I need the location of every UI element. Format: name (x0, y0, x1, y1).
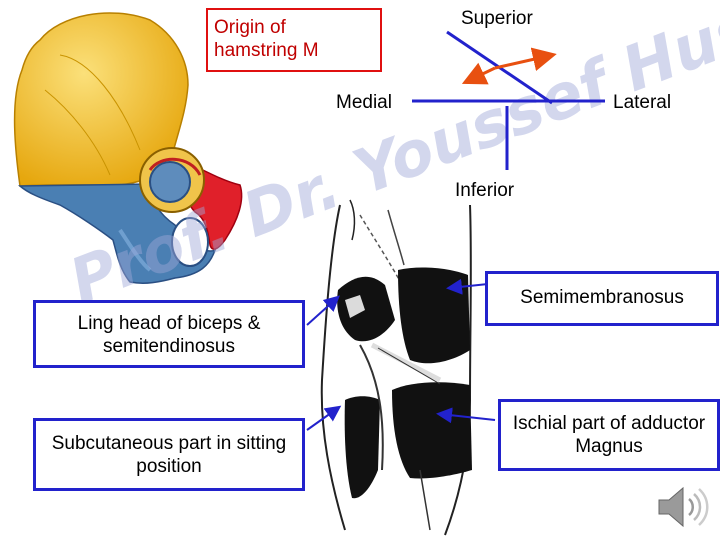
label-superior: Superior (461, 8, 533, 29)
semimembranosus-label-box: Semimembranosus (485, 271, 719, 326)
label-lateral: Lateral (613, 92, 672, 113)
origin-label: Origin of hamstring M (214, 17, 319, 61)
subcutaneous-label: Subcutaneous part in sitting position (51, 433, 287, 477)
ischial-label: Ischial part of adductor Magnus (512, 413, 706, 457)
label-inferior: Inferior (455, 180, 515, 201)
subcutaneous-label-box: Subcutaneous part in sitting position (33, 418, 305, 491)
pointer-arrow-semimembranosus (446, 278, 489, 295)
ischial-label-box: Ischial part of adductor Magnus (498, 399, 720, 471)
long-head-label-box: Ling head of biceps & semitendinosus (33, 300, 305, 368)
label-medial: Medial (336, 92, 392, 113)
pointer-arrow-subcutaneous (306, 405, 342, 431)
orientation-arrow (461, 62, 496, 85)
pointer-arrow-ischial (436, 407, 496, 424)
pointer-arrow-long-head (306, 295, 340, 326)
long-head-label: Ling head of biceps & semitendinosus (77, 313, 261, 357)
semimembranosus-label: Semimembranosus (520, 287, 684, 308)
origin-label-box: Origin of hamstring M (206, 8, 382, 72)
speaker-icon[interactable] (655, 484, 711, 530)
